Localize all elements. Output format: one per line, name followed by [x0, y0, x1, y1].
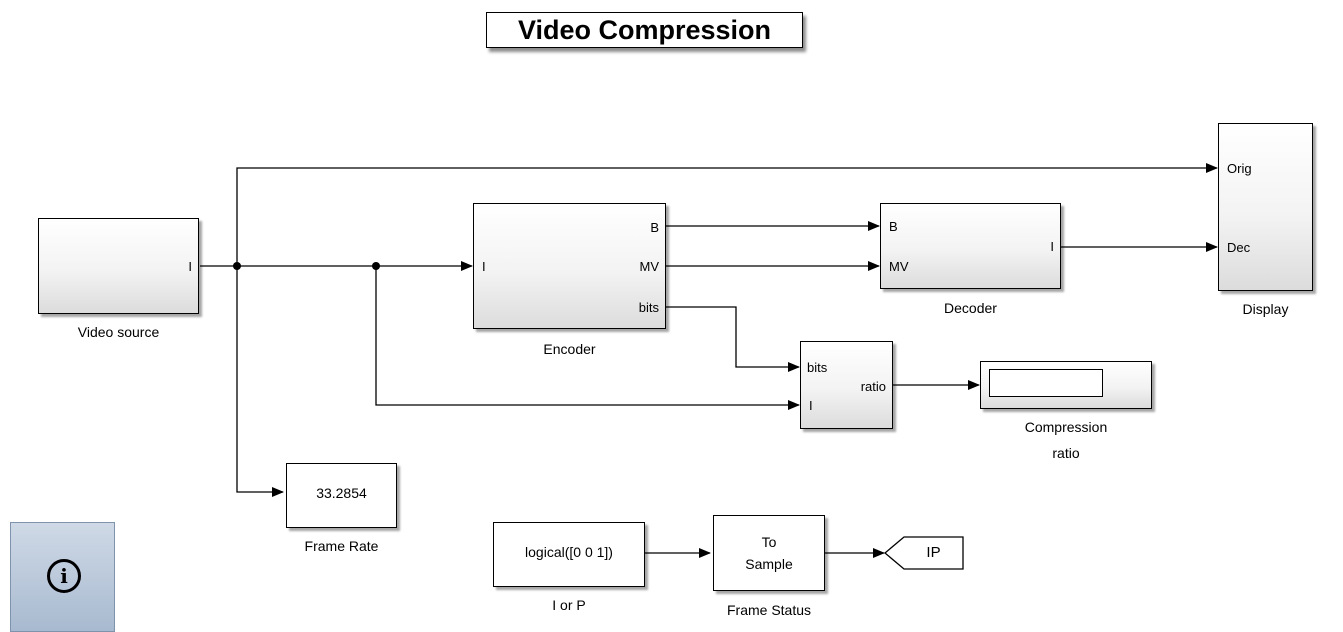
port-out-i: I: [188, 259, 192, 274]
wire-source-to-ratio: [375, 266, 800, 410]
encoder-block[interactable]: I B MV bits: [473, 203, 666, 329]
info-button[interactable]: i: [10, 522, 115, 632]
frame-rate-value: 33.2854: [316, 485, 367, 501]
decoder-label: Decoder: [944, 300, 997, 316]
frame-rate-display[interactable]: 33.2854: [286, 463, 397, 528]
display-block[interactable]: Orig Dec: [1218, 123, 1313, 291]
ratio-calc-block[interactable]: bits I ratio: [800, 341, 893, 429]
port-in-b: B: [889, 219, 898, 234]
display-label: Display: [1242, 301, 1289, 317]
compression-ratio-label-line1: Compression: [1024, 419, 1108, 435]
compression-ratio-display[interactable]: [980, 361, 1152, 409]
port-in-orig: Orig: [1227, 161, 1252, 176]
port-in-i: I: [482, 259, 486, 274]
i-or-p-value: logical([0 0 1]): [525, 544, 613, 560]
wire-bits: [666, 306, 800, 372]
port-out-mv: MV: [639, 259, 660, 274]
wire-source-to-framerate: [236, 266, 284, 497]
video-source-label: Video source: [77, 324, 160, 340]
port-in-i: I: [809, 398, 813, 413]
frame-status-block[interactable]: To Sample: [713, 515, 825, 591]
port-out-b: B: [650, 220, 659, 235]
port-out-ratio: ratio: [860, 379, 886, 394]
port-out-bits: bits: [638, 300, 659, 315]
goto-block-shape: [883, 536, 964, 570]
i-or-p-constant[interactable]: logical([0 0 1]): [493, 522, 645, 587]
compression-ratio-label-line2: ratio: [1052, 445, 1080, 461]
encoder-label: Encoder: [543, 341, 596, 357]
frame-status-label: Frame Status: [726, 602, 812, 618]
wire-source-to-display: [236, 163, 1218, 266]
goto-ip-label: IP: [926, 544, 941, 561]
port-in-dec: Dec: [1227, 240, 1251, 255]
port-in-bits: bits: [807, 360, 828, 375]
video-source-block[interactable]: I: [38, 218, 199, 314]
branch-point: [372, 262, 380, 270]
frame-status-line2: Sample: [745, 556, 793, 572]
diagram-title: Video Compression: [486, 12, 803, 48]
info-icon: i: [47, 559, 81, 593]
port-in-mv: MV: [889, 259, 909, 274]
port-out-i: I: [1050, 239, 1054, 254]
i-or-p-label: I or P: [552, 597, 586, 613]
frame-status-line1: To: [761, 534, 777, 550]
frame-rate-label: Frame Rate: [304, 538, 379, 554]
value-field: [989, 369, 1103, 397]
decoder-block[interactable]: B MV I: [880, 203, 1061, 289]
goto-ip-tag[interactable]: IP: [904, 537, 963, 569]
branch-point: [233, 262, 241, 270]
